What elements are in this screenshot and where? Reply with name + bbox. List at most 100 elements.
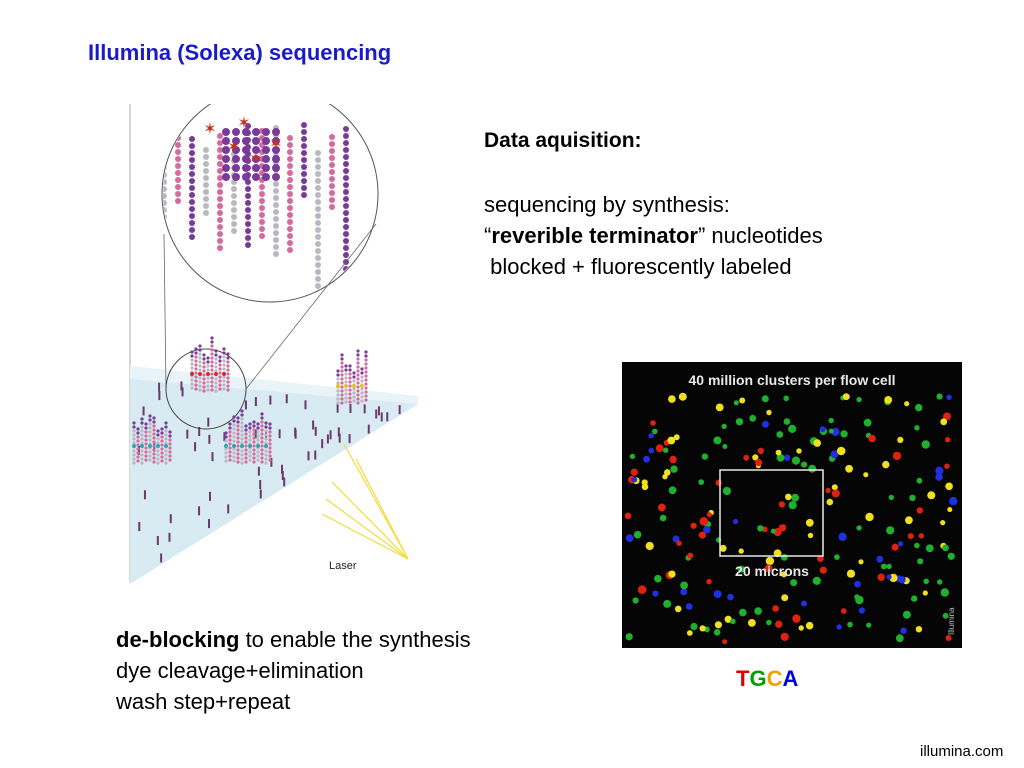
laser-beam xyxy=(321,443,409,560)
cluster-label xyxy=(164,444,168,448)
nucleotide-bead xyxy=(315,150,321,156)
cluster-dot xyxy=(783,418,791,425)
cluster-dot xyxy=(801,461,808,468)
cluster-strand-bead xyxy=(336,393,340,397)
cluster-strand-bead xyxy=(198,356,202,360)
cluster-strand-bead xyxy=(360,367,364,371)
cluster-strand-bead xyxy=(264,449,268,453)
nucleotide-bead xyxy=(343,217,349,223)
nucleotide-bead xyxy=(262,164,270,172)
surface-probe xyxy=(349,404,352,414)
cluster-dot xyxy=(719,544,727,552)
cluster-dot xyxy=(836,446,846,456)
cluster-strand-bead xyxy=(226,384,230,388)
nucleotide-bead xyxy=(245,193,251,199)
cluster-strand-bead xyxy=(232,431,236,435)
cluster-strand-bead xyxy=(268,446,272,450)
cluster-dot xyxy=(831,427,840,437)
cluster-strand-bead xyxy=(168,454,172,458)
surface-probe xyxy=(194,442,197,452)
cluster-strand-bead xyxy=(344,400,348,404)
cluster-dot xyxy=(949,496,958,506)
cluster-dot xyxy=(940,418,948,426)
cluster-dot xyxy=(775,620,783,628)
cluster-dot xyxy=(780,632,789,641)
nucleotide-bead xyxy=(189,171,195,177)
nucleotide-bead xyxy=(217,189,223,195)
cluster-strand-bead xyxy=(264,429,268,433)
cluster-dot xyxy=(629,453,636,460)
cluster-dot xyxy=(748,619,756,627)
cluster-strand-bead xyxy=(260,452,264,456)
cluster-strand-bead xyxy=(168,442,172,446)
cluster-strand-bead xyxy=(226,368,230,372)
nucleotide-bead xyxy=(245,242,251,248)
nucleotide-bead xyxy=(189,143,195,149)
cluster-strand-bead xyxy=(156,437,160,441)
cluster-dot xyxy=(917,558,924,565)
cluster-dot xyxy=(655,444,664,453)
cluster-dot xyxy=(722,639,728,645)
cluster-strand-bead xyxy=(206,384,210,388)
nucleotide-bead xyxy=(189,185,195,191)
cluster-strand-bead xyxy=(156,433,160,437)
cluster-strand-bead xyxy=(228,458,232,462)
nucleotide-bead xyxy=(242,137,250,145)
cluster-dot xyxy=(783,395,789,402)
cluster-strand-bead xyxy=(206,360,210,364)
cluster-dot xyxy=(776,431,784,438)
nucleotide-bead xyxy=(217,231,223,237)
cluster-dot xyxy=(765,556,775,566)
cluster-dot xyxy=(945,437,951,443)
cluster-dot xyxy=(668,570,676,578)
cluster-dot xyxy=(808,464,817,473)
cluster-strand-bead xyxy=(168,458,172,462)
cluster-dot xyxy=(866,622,872,628)
cluster-strand-bead xyxy=(224,451,228,455)
nucleotide-bead xyxy=(217,133,223,139)
cluster-dot xyxy=(918,533,924,539)
cluster-strand-bead xyxy=(210,364,214,368)
cluster-strand-bead xyxy=(264,441,268,445)
letter-g: G xyxy=(749,666,767,691)
cluster-strand-bead xyxy=(252,432,256,436)
cluster-dot xyxy=(940,588,949,597)
nucleotide-bead xyxy=(189,206,195,212)
cluster-dot xyxy=(757,447,764,455)
nucleotide-bead xyxy=(287,156,293,162)
fluorescent-label-icon: ✶ xyxy=(237,115,250,132)
cluster-strand-bead xyxy=(256,454,260,458)
nucleotide-bead xyxy=(245,214,251,220)
nucleotide-bead xyxy=(273,181,279,187)
nucleotide-bead xyxy=(217,175,223,181)
cluster-strand-bead xyxy=(206,388,210,392)
cluster-strand-bead xyxy=(364,366,368,370)
nucleotide-bead xyxy=(315,283,321,289)
cluster-strand-bead xyxy=(152,440,156,444)
surface-probe xyxy=(283,477,286,487)
nucleotide-bead xyxy=(175,170,181,176)
cluster-strand-bead xyxy=(348,384,352,388)
cluster-strand-bead xyxy=(240,441,244,445)
cluster-dot xyxy=(713,629,721,636)
nucleotide-bead xyxy=(262,155,270,163)
nucleotide-bead xyxy=(272,128,280,136)
nucleotide-bead xyxy=(217,182,223,188)
deblocking-term: de-blocking xyxy=(116,627,240,652)
surface-probe xyxy=(281,464,284,474)
cluster-strand-bead xyxy=(218,367,222,371)
cluster-dot xyxy=(842,393,850,401)
cluster-strand-bead xyxy=(240,437,244,441)
cluster-label xyxy=(214,372,218,376)
fluorescent-label-icon: ✶ xyxy=(227,139,240,156)
cluster-strand-bead xyxy=(348,392,352,396)
cluster-strand-bead xyxy=(210,348,214,352)
nucleotide-bead xyxy=(175,184,181,190)
cluster-strand-bead xyxy=(160,447,164,451)
cluster-dot xyxy=(624,512,632,520)
cluster-strand-bead xyxy=(140,417,144,421)
cluster-dot xyxy=(897,541,904,547)
cluster-strand-bead xyxy=(160,427,164,431)
cluster-strand-bead xyxy=(260,432,264,436)
nucleotide-bead xyxy=(273,216,279,222)
